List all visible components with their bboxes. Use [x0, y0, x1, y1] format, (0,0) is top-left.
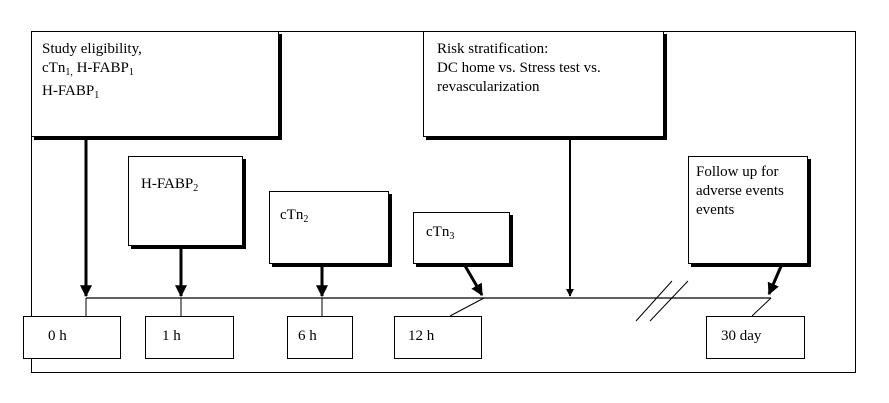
arrow-followup-to-30day — [767, 263, 784, 296]
ctn-label: cTn — [42, 60, 66, 76]
timepoint-0h-label: 0 h — [48, 328, 67, 344]
follow-up-line2: adverse events — [696, 183, 784, 199]
timepoint-1h: 1 h — [145, 316, 234, 359]
risk-revascularization: revascularization — [437, 79, 540, 95]
hfabp2-subscript: 2 — [193, 183, 199, 194]
hfabp2-box: H-FABP2 — [128, 156, 243, 246]
study-eligibility-text: Study eligibility, — [42, 41, 142, 57]
ctn3-label: cTn — [426, 224, 450, 240]
timepoint-12h: 12 h — [394, 316, 482, 359]
timepoint-1h-label: 1 h — [162, 328, 181, 344]
hfabp-subscript-2: 1 — [94, 90, 100, 101]
study-markers-line: cTn1, H-FABP1 — [42, 59, 278, 82]
follow-up-line3: events — [696, 202, 735, 218]
follow-up-box: Follow up for adverse events events — [688, 156, 808, 264]
hfabp-label-2: H-FABP — [42, 83, 95, 99]
ctn-subscript: 1, — [65, 67, 73, 78]
axis-break-mark-1 — [635, 280, 673, 322]
follow-up-line1: Follow up for — [696, 164, 779, 180]
hfabp-subscript: 1 — [128, 67, 134, 78]
timepoint-6h: 6 h — [287, 316, 353, 359]
axis-break-mark-2 — [649, 280, 689, 322]
ctn2-box: cTn2 — [269, 191, 389, 264]
timepoint-12h-label: 12 h — [408, 328, 435, 344]
study-eligibility-box: Study eligibility, cTn1, H-FABP1 H-FABP1 — [31, 31, 279, 137]
tick-30day — [751, 297, 772, 317]
ctn3-box: cTn3 — [413, 212, 510, 264]
risk-options: DC home vs. Stress test vs. — [437, 60, 601, 76]
timepoint-6h-label: 6 h — [298, 328, 317, 344]
hfabp-label: H-FABP — [76, 60, 129, 76]
risk-stratification-box: Risk stratification: DC home vs. Stress … — [423, 31, 664, 137]
hfabp2-label: H-FABP — [141, 176, 194, 192]
arrow-ctn3-to-12h — [462, 263, 484, 297]
ctn3-subscript: 3 — [449, 231, 455, 242]
risk-title: Risk stratification: — [437, 41, 549, 57]
tick-12h — [449, 297, 485, 317]
timepoint-30day-label: 30 day — [721, 328, 762, 344]
study-hfabp-line: H-FABP1 — [42, 82, 278, 105]
timepoint-0h: 0 h — [23, 316, 121, 359]
ctn2-label: cTn — [280, 207, 304, 223]
ctn2-subscript: 2 — [303, 214, 309, 225]
timepoint-30day: 30 day — [706, 316, 805, 359]
